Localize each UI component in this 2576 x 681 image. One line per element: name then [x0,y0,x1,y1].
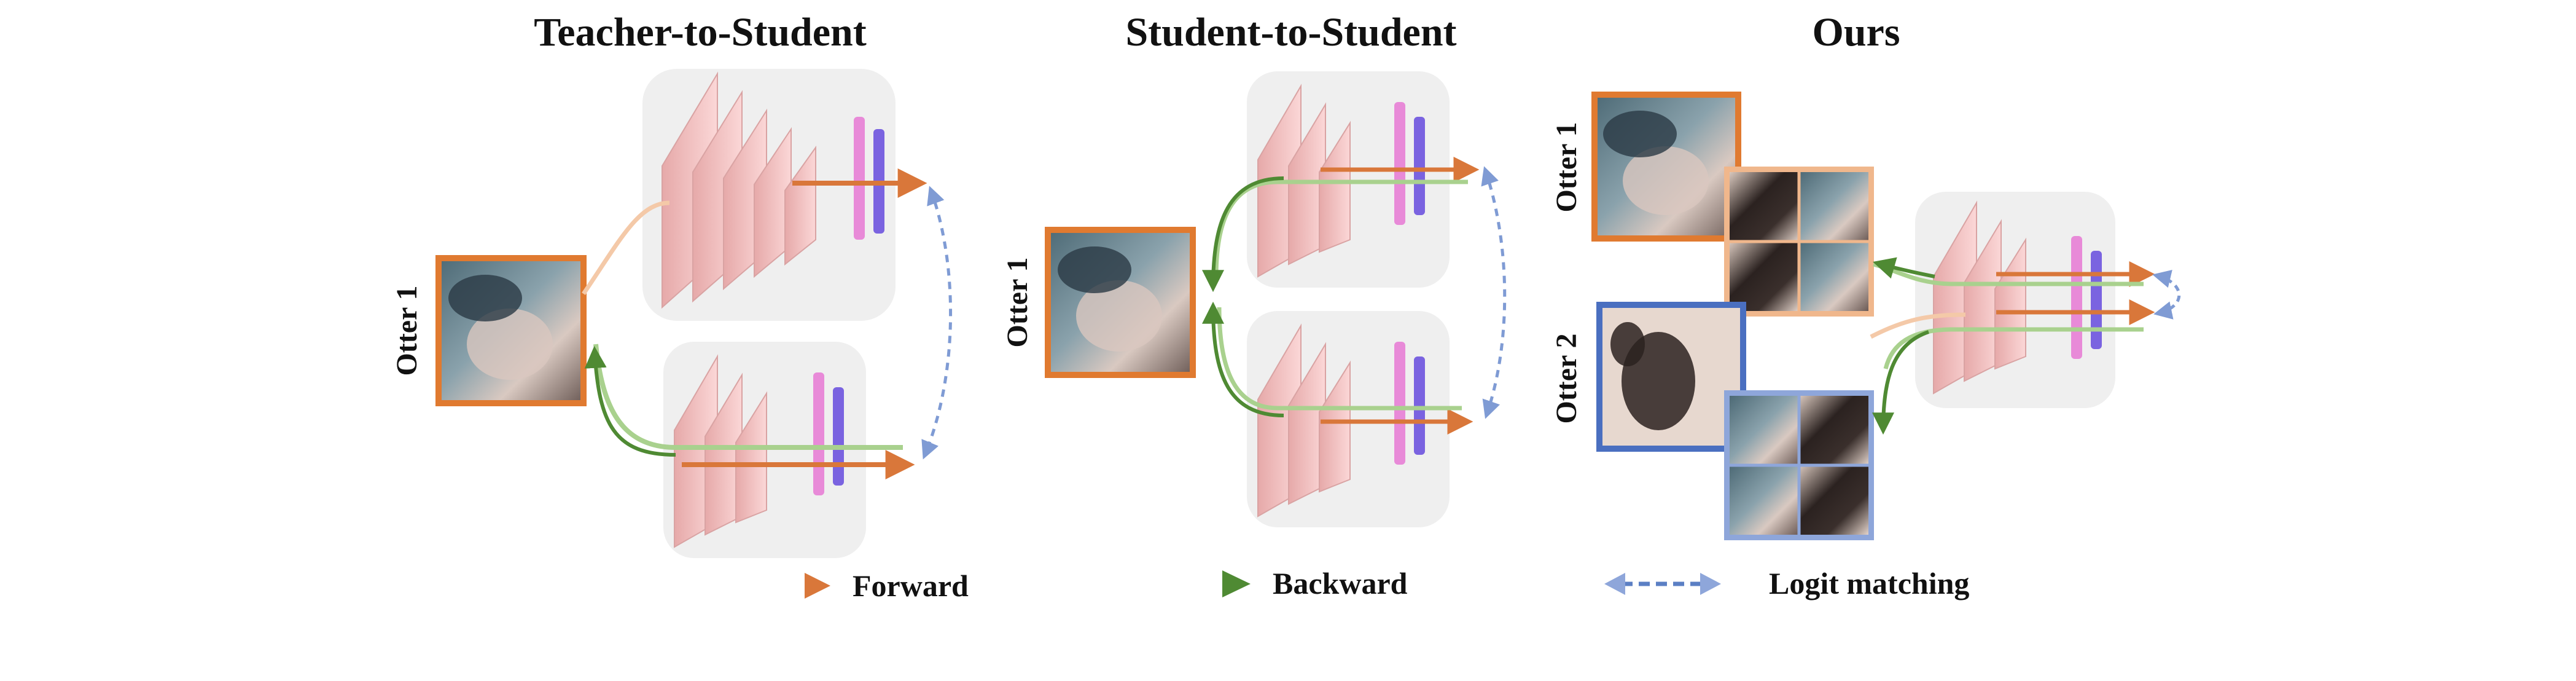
head-purple [1414,356,1425,455]
head-magenta [1394,342,1405,465]
panel-student-to-student: Student-to-Student [1001,10,1507,527]
panel-title-teacher-to-student: Teacher-to-Student [534,10,866,55]
backward-arrow-to-image [584,345,676,457]
otter1-mixed-patch-grid [1724,167,1874,317]
panel-title-student-to-student: Student-to-Student [1125,10,1456,55]
legend-label-backward: Backward [1273,566,1408,600]
network-layers [662,71,816,309]
head-purple [2091,251,2102,349]
image-label-otter1: Otter 1 [1550,122,1583,212]
teacher-network [642,69,927,321]
legend-label-logit-matching: Logit matching [1769,566,1969,600]
legend-label-forward: Forward [853,569,969,603]
legend-logit-matching: Logit matching [1604,566,1969,600]
head-magenta [813,372,824,495]
image-label-otter1: Otter 1 [1001,257,1034,347]
backward-arrow-to-grid2 [1872,330,1929,435]
network-layers [1257,323,1351,518]
forward-curve-from-grids [1870,312,1966,339]
network-layers [1933,200,2026,395]
network-layers [674,354,767,548]
logit-matching-arrow [921,186,953,460]
legend-forward: Forward [716,569,969,603]
head-magenta [854,117,865,240]
backward-arrow-bottom-to-image [1202,301,1284,417]
logit-matching-arrow [2152,270,2181,320]
backward-stroke-lower [1883,327,2144,369]
image-label-otter1: Otter 1 [391,285,423,376]
head-purple [1414,117,1425,215]
shared-student-network [1873,192,2155,408]
panel-title-ours: Ours [1812,10,1900,55]
legend-backward: Backward [1144,566,1408,600]
otter2-original-image [1596,302,1746,452]
legend: Forward Backward Logit matching [716,566,1969,603]
backward-stroke-bottom [1217,307,1462,411]
head-purple [833,387,844,486]
backward-arrow-top-to-image [1202,176,1284,293]
panel-ours: Ours Otter 1 Otter 2 [1550,10,2181,540]
image-label-otter2: Otter 2 [1550,333,1583,423]
backward-arrow-to-grid1 [1873,257,1935,279]
student-network-top [1214,71,1480,288]
student-network-bottom [1217,307,1473,527]
input-image-otter1 [435,255,587,406]
panel-teacher-to-student: Teacher-to-Student [391,10,953,558]
head-magenta [1394,102,1405,225]
head-magenta [2071,236,2082,359]
logit-matching-arrow [1481,166,1507,419]
forward-curve-to-teacher [582,200,670,295]
otter2-mixed-patch-grid [1724,390,1874,540]
otter1-original-image [1591,92,1741,242]
input-image-otter1 [1045,227,1196,378]
